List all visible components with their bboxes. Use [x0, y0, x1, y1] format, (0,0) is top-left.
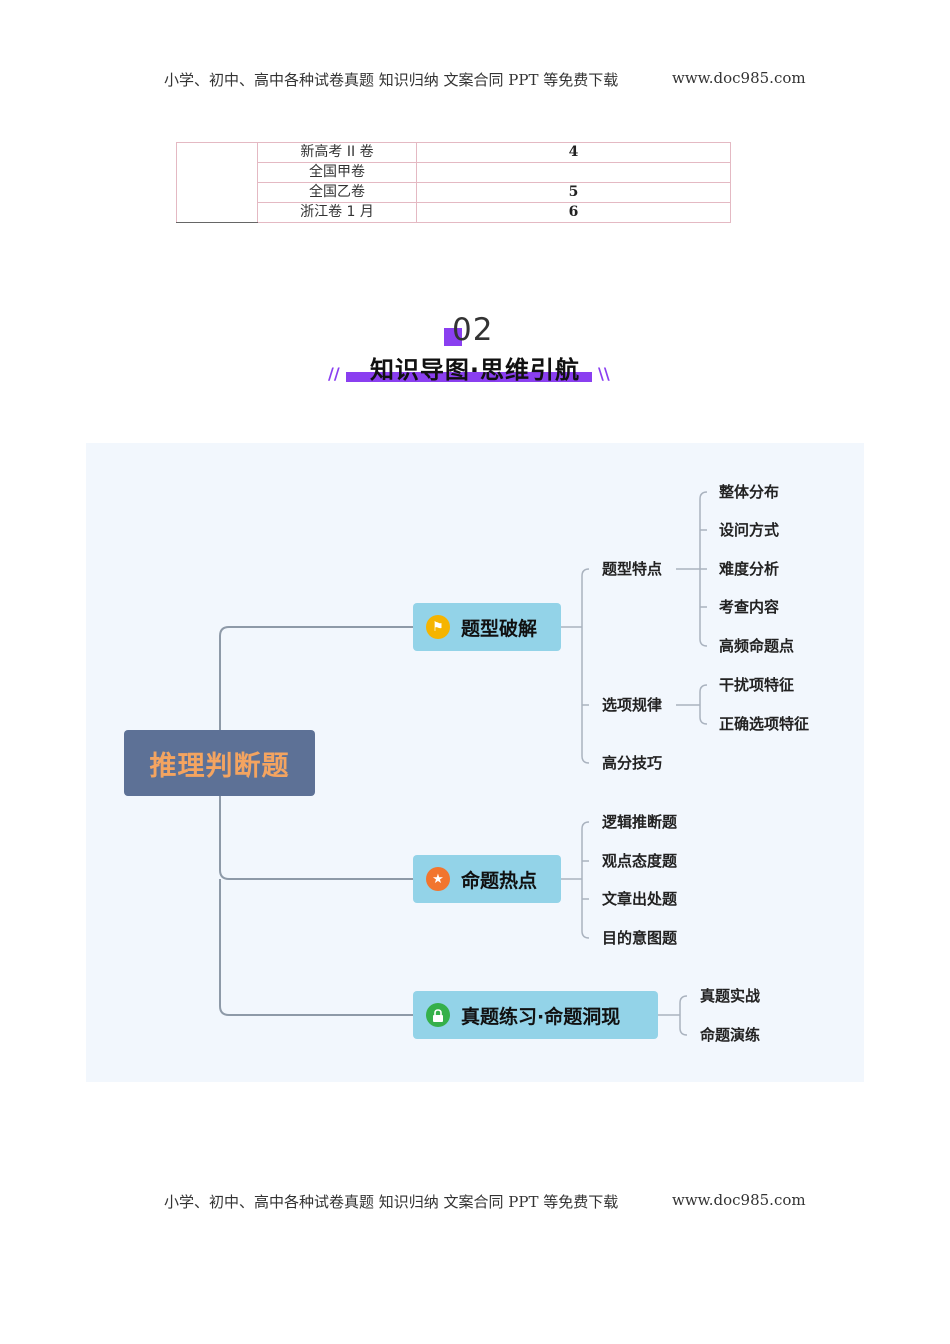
table-cell-value: 6 — [416, 202, 731, 223]
header-website[interactable]: www.doc985.com — [672, 69, 806, 87]
connector-root-branch2 — [219, 796, 413, 880]
footer-website[interactable]: www.doc985.com — [672, 1191, 806, 1209]
table-cell-name: 新高考 II 卷 — [257, 142, 417, 163]
exam-table: 新高考 II 卷 4 全国甲卷 全国乙卷 5 浙江卷 1 月 6 — [176, 142, 731, 223]
table-cell-name: 全国乙卷 — [257, 182, 417, 203]
section-title-underline — [346, 372, 592, 382]
leaf-node: 整体分布 — [719, 483, 780, 501]
star-icon: ★ — [426, 867, 450, 891]
leaf-node: 干扰项特征 — [719, 676, 795, 694]
mindmap-connectors — [219, 491, 708, 1036]
flag-icon: ⚑ — [426, 615, 450, 639]
leaf-node: 高频命题点 — [719, 637, 795, 655]
section-number: 02 — [452, 312, 494, 348]
table-cell-value — [416, 162, 731, 183]
table-row: 全国乙卷 5 — [177, 182, 731, 203]
table-cell-value: 4 — [416, 142, 731, 163]
sub-node-option-rules: 选项规律 — [602, 696, 663, 714]
leaf-node: 设问方式 — [719, 521, 780, 539]
leaf-node: 难度分析 — [719, 560, 780, 578]
table-row: 浙江卷 1 月 6 — [177, 202, 731, 223]
section-title: 知识导图·思维引航 — [369, 356, 581, 384]
table-cell-name: 浙江卷 1 月 — [257, 202, 417, 223]
branch-node-question-types: ⚑ 题型破解 — [413, 603, 561, 651]
leaf-node: 命题演练 — [700, 1026, 761, 1044]
leaf-node: 目的意图题 — [602, 929, 678, 947]
connector-root-branch1 — [219, 626, 413, 730]
table-row: 新高考 II 卷 4 — [176, 142, 731, 223]
mindmap-root-node: 推理判断题 — [124, 730, 315, 796]
left-slash-mark: // — [328, 364, 340, 383]
right-slash-mark: \\ — [598, 364, 610, 383]
header-left-text: 小学、初中、高中各种试卷真题 知识归纳 文案合同 PPT 等免费下载 — [164, 71, 619, 89]
table-row: 全国甲卷 — [177, 162, 731, 183]
leaf-node: 考查内容 — [719, 598, 780, 616]
connector-root-branch3 — [219, 879, 413, 1016]
branch-label: 题型破解 — [461, 617, 538, 640]
section-number-highlight — [444, 328, 462, 346]
leaf-node: 逻辑推断题 — [602, 813, 678, 831]
leaf-node: 真题实战 — [700, 987, 761, 1005]
branch-node-practice: 真题练习·命题洞现 — [413, 991, 658, 1039]
table-cell-value: 5 — [416, 182, 731, 203]
table-cell-name: 全国甲卷 — [257, 162, 417, 183]
branch-label: 真题练习·命题洞现 — [461, 1005, 621, 1028]
branch-label: 命题热点 — [461, 869, 538, 892]
sub-node-tips: 高分技巧 — [602, 754, 663, 772]
leaf-node: 观点态度题 — [602, 852, 678, 870]
lock-icon — [426, 1003, 450, 1027]
sub-node-features: 题型特点 — [602, 560, 663, 578]
branch-node-hot-topics: ★ 命题热点 — [413, 855, 561, 903]
table-cell-blank — [176, 142, 258, 223]
leaf-node: 文章出处题 — [602, 890, 678, 908]
footer-left-text: 小学、初中、高中各种试卷真题 知识归纳 文案合同 PPT 等免费下载 — [164, 1193, 619, 1211]
leaf-node: 正确选项特征 — [719, 715, 810, 733]
